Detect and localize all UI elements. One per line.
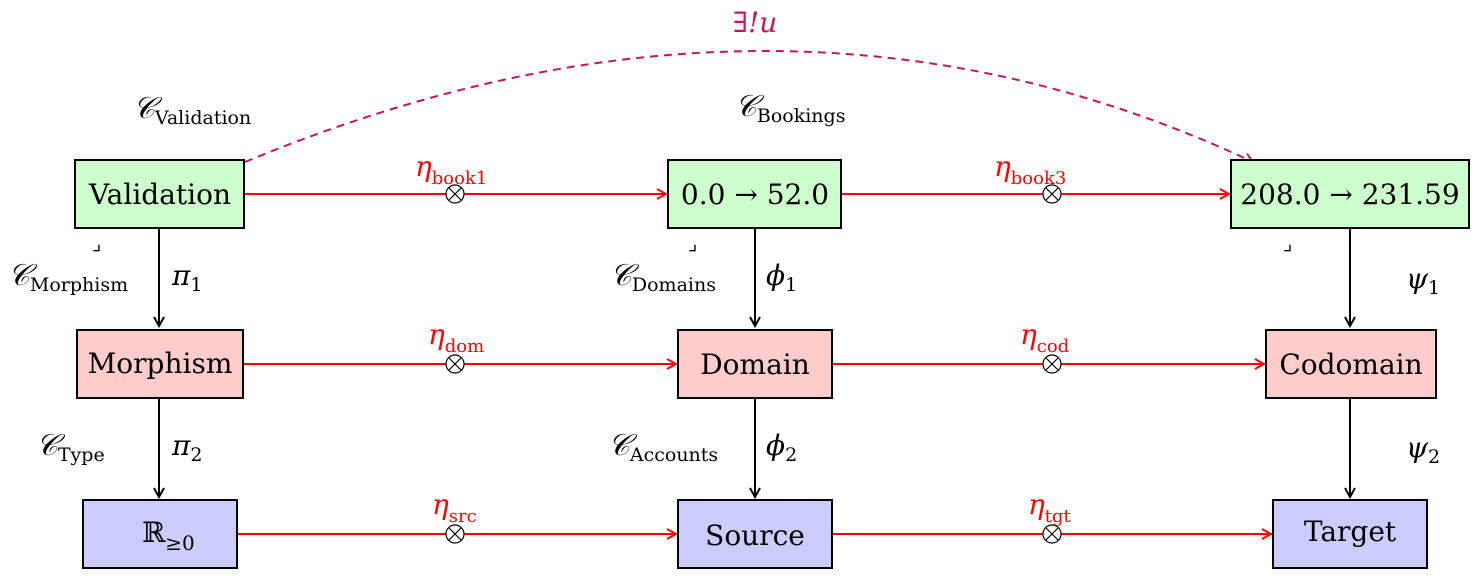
pi1-label: π1 [171, 259, 203, 296]
psi2-label: ψ2 [1406, 431, 1440, 468]
category-bookings-label: 𝒞Bookings [735, 89, 845, 127]
eta-book3-label: ηbook3 [994, 150, 1066, 189]
psi1-label: ψ1 [1406, 262, 1440, 299]
category-morphism-label: 𝒞Morphism [8, 258, 128, 296]
category-type-label: 𝒞Type [36, 428, 105, 466]
otimes-icon-book1 [445, 184, 465, 204]
node-nonnegative-reals: ℝ≥0 [82, 499, 238, 569]
otimes-icon-tgt [1042, 524, 1062, 544]
node-codomain: Codomain [1265, 329, 1437, 399]
pullback-corner-validation: ⌟ [92, 231, 101, 255]
category-domains-label: 𝒞Domains [610, 258, 716, 296]
universal-label: ∃!u [733, 6, 777, 39]
phi2-label: ϕ2 [766, 429, 797, 466]
svg-text:0.0 → 52.0: 0.0 → 52.0 [681, 178, 829, 211]
node-source: Source [677, 499, 833, 569]
svg-text:208.0 → 231.59: 208.0 → 231.59 [1240, 178, 1459, 211]
node-booking-3: 208.0 → 231.59 [1230, 159, 1470, 229]
category-accounts-label: 𝒞Accounts [608, 428, 718, 466]
pullback-corner-booking-1: ⌟ [688, 231, 697, 255]
otimes-icon-cod [1042, 354, 1062, 374]
otimes-icon-book3 [1042, 184, 1062, 204]
svg-text:Morphism: Morphism [88, 347, 233, 380]
node-domain: Domain [677, 329, 833, 399]
eta-book1-label: ηbook1 [415, 150, 487, 189]
node-morphism: Morphism [76, 329, 244, 399]
phi1-label: ϕ1 [766, 259, 797, 296]
universal-arrow [244, 50, 1253, 162]
svg-text:Target: Target [1304, 515, 1397, 548]
node-booking-1: 0.0 → 52.0 [667, 159, 842, 229]
eta-src-label: ηsrc [432, 488, 477, 527]
otimes-icon-src [445, 524, 465, 544]
svg-text:Source: Source [705, 519, 805, 552]
eta-tgt-label: ηtgt [1028, 488, 1072, 527]
eta-cod-label: ηcod [1020, 318, 1069, 357]
node-target: Target [1272, 499, 1428, 569]
category-validation-label: 𝒞Validation [133, 91, 251, 129]
svg-text:ℝ≥0: ℝ≥0 [142, 516, 195, 555]
svg-text:Validation: Validation [88, 178, 231, 211]
node-validation: Validation [74, 159, 245, 229]
svg-text:Codomain: Codomain [1279, 348, 1422, 381]
svg-text:Domain: Domain [700, 348, 810, 381]
otimes-icon-dom [445, 354, 465, 374]
pi2-label: π2 [171, 429, 203, 466]
pullback-corner-booking-3: ⌟ [1283, 231, 1292, 255]
eta-dom-label: ηdom [428, 318, 484, 357]
